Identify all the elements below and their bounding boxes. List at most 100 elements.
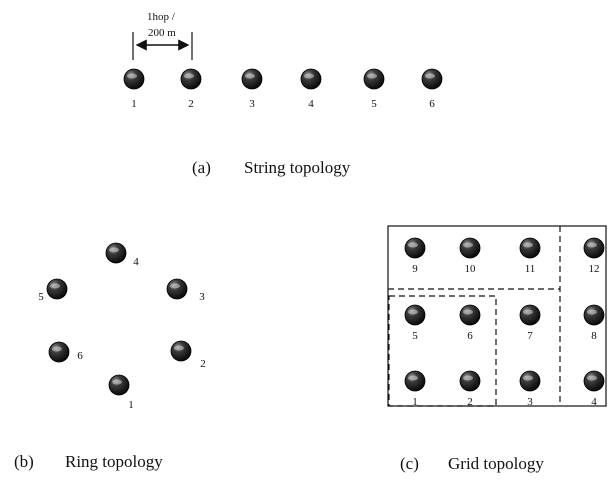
grid-node-12: 12	[583, 237, 605, 275]
grid-node-9: 9	[404, 237, 426, 275]
node-sphere	[108, 374, 130, 396]
node-highlight	[127, 73, 137, 79]
node-label: 1	[128, 399, 134, 411]
node-label: 2	[467, 396, 473, 408]
node-sphere	[519, 304, 541, 326]
node-label: 3	[249, 98, 255, 110]
node-highlight	[463, 375, 473, 381]
node-sphere	[166, 278, 188, 300]
node-label: 7	[527, 330, 533, 342]
node-highlight	[587, 309, 597, 315]
caption-a-text: String topology	[244, 158, 351, 177]
node-label: 4	[308, 98, 314, 110]
node-highlight	[425, 73, 435, 79]
node-sphere	[300, 68, 322, 90]
hop-label-line2: 200 m	[148, 27, 176, 39]
node-sphere	[363, 68, 385, 90]
node-sphere	[421, 68, 443, 90]
node-sphere	[48, 341, 70, 363]
caption-c-tag: (c)	[400, 454, 419, 473]
grid-node-8: 8	[583, 304, 605, 342]
node-highlight	[463, 242, 473, 248]
node-highlight	[408, 309, 418, 315]
ring-node-6: 6	[48, 341, 83, 363]
node-sphere	[241, 68, 263, 90]
ring-node-4: 4	[105, 242, 139, 268]
hop-distance-annotation: 1hop / 200 m	[132, 11, 193, 60]
ring-topology: 1 2 3 4 5 6	[38, 242, 206, 411]
node-sphere	[519, 370, 541, 392]
node-highlight	[367, 73, 377, 79]
node-sphere	[404, 304, 426, 326]
node-highlight	[523, 309, 533, 315]
grid-node-2: 2	[459, 370, 481, 408]
node-highlight	[50, 283, 60, 289]
string-node-4: 4	[300, 68, 322, 110]
node-highlight	[523, 242, 533, 248]
grid-outer-border	[387, 225, 607, 407]
node-sphere	[459, 370, 481, 392]
grid-node-10: 10	[459, 237, 481, 275]
node-highlight	[463, 309, 473, 315]
node-label: 2	[188, 98, 194, 110]
node-sphere	[583, 370, 605, 392]
ring-node-3: 3	[166, 278, 205, 303]
node-highlight	[245, 73, 255, 79]
grid-node-3: 3	[519, 370, 541, 408]
string-node-3: 3	[241, 68, 263, 110]
grid-node-11: 11	[519, 237, 541, 275]
string-node-1: 1	[123, 68, 145, 110]
grid-node-4: 4	[583, 370, 605, 408]
hop-label-line1: 1hop /	[147, 11, 176, 23]
node-label: 4	[591, 396, 597, 408]
node-label: 3	[199, 291, 205, 303]
grid-node-6: 6	[459, 304, 481, 342]
ring-node-2: 2	[170, 340, 206, 370]
node-sphere	[404, 237, 426, 259]
string-node-5: 5	[363, 68, 385, 110]
node-highlight	[174, 345, 184, 351]
grid-node-5: 5	[404, 304, 426, 342]
node-sphere	[123, 68, 145, 90]
node-label: 3	[527, 396, 533, 408]
node-sphere	[459, 304, 481, 326]
node-highlight	[170, 283, 180, 289]
node-sphere	[583, 304, 605, 326]
node-label: 9	[412, 263, 418, 275]
node-sphere	[46, 278, 68, 300]
node-label: 5	[38, 291, 44, 303]
node-label: 5	[412, 330, 418, 342]
node-label: 11	[525, 263, 536, 275]
node-highlight	[408, 375, 418, 381]
caption-c-text: Grid topology	[448, 454, 544, 473]
node-highlight	[112, 379, 122, 385]
node-highlight	[523, 375, 533, 381]
grid-inner-dashed-box	[388, 295, 497, 407]
node-label: 5	[371, 98, 377, 110]
node-highlight	[587, 242, 597, 248]
node-label: 6	[467, 330, 473, 342]
node-highlight	[408, 242, 418, 248]
node-sphere	[170, 340, 192, 362]
node-sphere	[404, 370, 426, 392]
node-label: 6	[429, 98, 435, 110]
string-node-2: 2	[180, 68, 202, 110]
node-label: 4	[133, 256, 139, 268]
node-label: 10	[465, 263, 477, 275]
string-node-6: 6	[421, 68, 443, 110]
node-sphere	[459, 237, 481, 259]
ring-node-5: 5	[38, 278, 68, 303]
node-sphere	[583, 237, 605, 259]
node-highlight	[52, 346, 62, 352]
node-label: 1	[131, 98, 137, 110]
string-topology: 1 2 3 4 5 6	[123, 68, 443, 110]
node-label: 8	[591, 330, 597, 342]
caption-b-text: Ring topology	[65, 452, 163, 471]
node-highlight	[304, 73, 314, 79]
grid-boundaries	[387, 225, 607, 407]
node-label: 12	[589, 263, 600, 275]
ring-node-1: 1	[108, 374, 134, 411]
